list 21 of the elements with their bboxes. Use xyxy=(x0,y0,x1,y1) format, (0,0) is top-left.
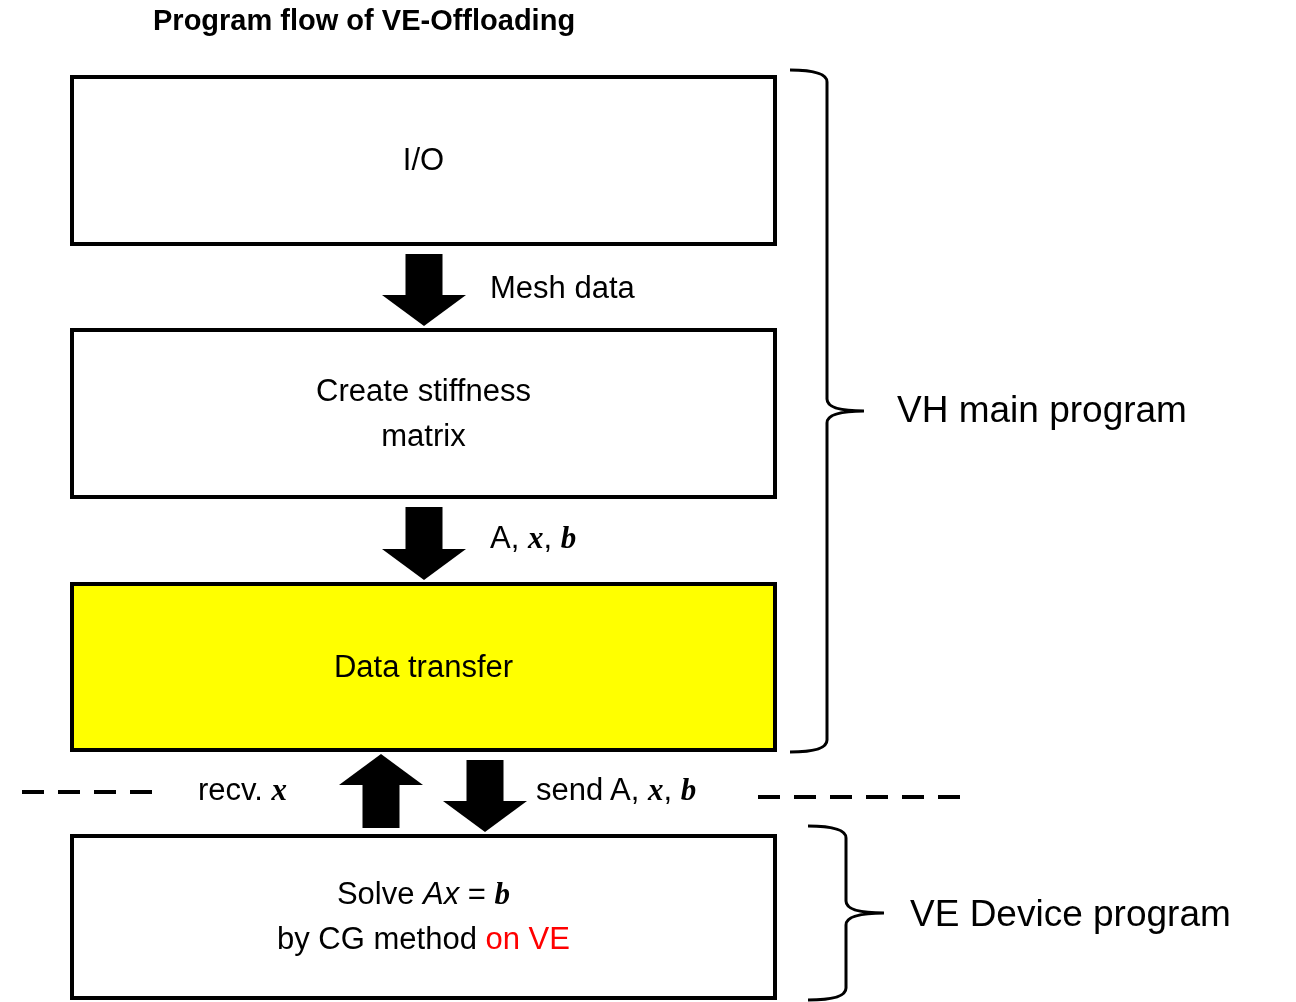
box-text: Solve Ax = b xyxy=(336,875,511,914)
edge-label: Mesh data xyxy=(490,270,635,306)
edge-label: send A, x, b xyxy=(536,772,697,808)
box-text: Data transfer xyxy=(333,647,514,686)
box-text: by CG method xyxy=(277,921,477,956)
bracket-label: VE Device program xyxy=(910,893,1231,935)
box-text: I/O xyxy=(402,141,445,180)
edge-label: recv. x xyxy=(198,772,287,808)
diagram-title: Program flow of VE-Offloading xyxy=(153,4,576,37)
process-box xyxy=(70,834,777,1000)
block-arrow xyxy=(382,507,466,580)
bracket-label: VH main program xyxy=(897,389,1187,431)
block-arrow xyxy=(382,254,466,326)
block-arrow xyxy=(443,760,527,832)
process-box xyxy=(70,328,777,499)
process-box xyxy=(70,75,777,246)
edge-label: A, x, b xyxy=(490,520,577,556)
highlight-text: on VE xyxy=(485,921,570,956)
process-box xyxy=(70,582,777,752)
block-arrow xyxy=(339,754,423,828)
box-text: Create stiffness matrix xyxy=(315,371,532,455)
